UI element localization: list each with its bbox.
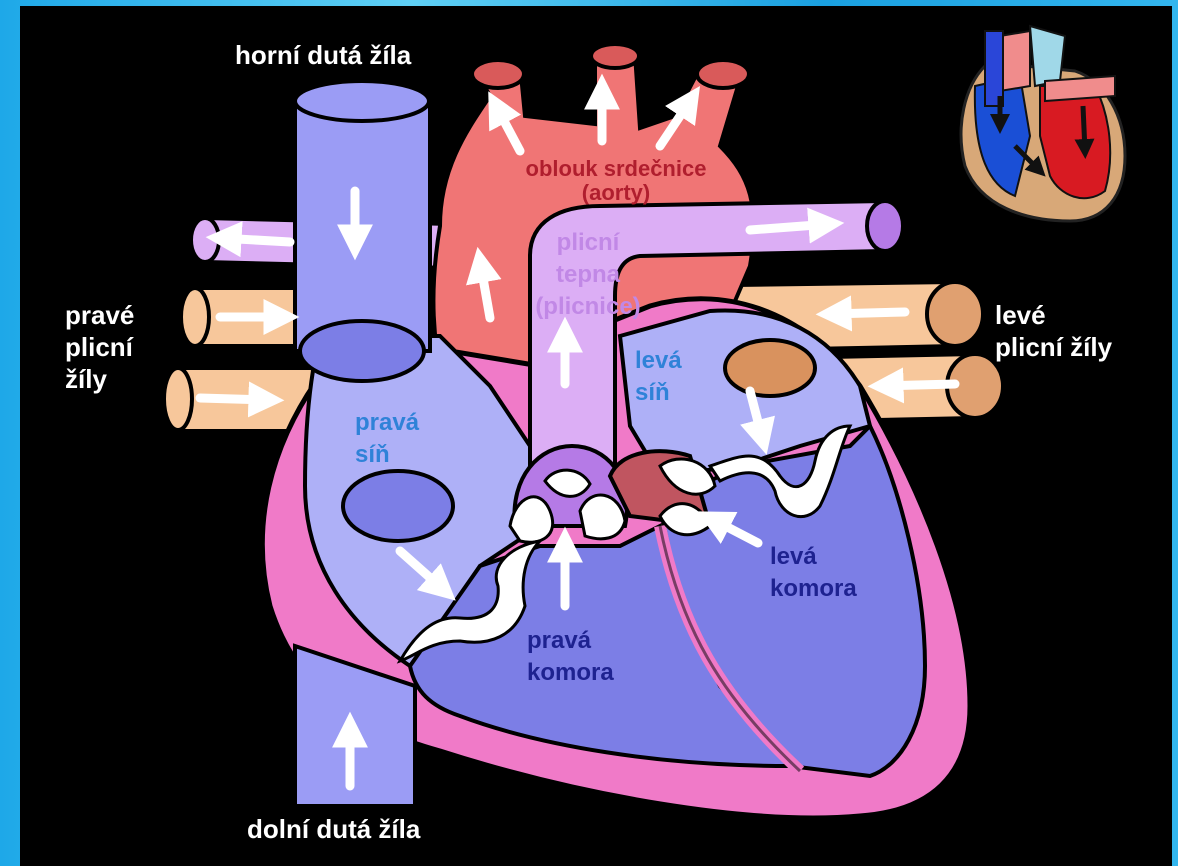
label-pulmonary-artery-3: (plicnice) [535,293,640,320]
label-right-atrium-1: pravá [355,409,420,436]
label-pulmonary-artery-1: plicní [557,229,621,256]
heart-thumbnail [961,26,1125,221]
pulmonary-vein-opening [725,340,815,396]
heart-diagram-panel: horní dutá žíla dolní dutá žíla oblouk s… [20,6,1172,866]
label-left-pulmonary-veins-1: levé [995,300,1046,330]
label-right-ventricle-1: pravá [527,627,592,654]
label-right-atrium-2: síň [355,441,390,468]
label-aortic-arch-1: oblouk srdečnice [526,156,707,181]
inferior-vena-cava-opening [343,471,453,541]
label-pulmonary-artery-2: tepna [556,261,621,288]
label-left-atrium-2: síň [635,379,670,406]
heart-diagram: horní dutá žíla dolní dutá žíla oblouk s… [20,6,1172,866]
label-right-pulmonary-veins-1: pravé [65,300,134,330]
label-left-ventricle-2: komora [770,575,857,602]
label-right-ventricle-2: komora [527,659,614,686]
label-aortic-arch-2: (aorty) [582,180,650,205]
label-right-pulmonary-veins-2: plicní [65,332,134,362]
label-left-atrium-1: levá [635,347,682,374]
label-left-pulmonary-veins-2: plicní žíly [995,332,1113,362]
superior-vena-cava [295,81,430,381]
label-superior-vena-cava: horní dutá žíla [235,40,412,70]
label-right-pulmonary-veins-3: žíly [65,364,107,394]
label-inferior-vena-cava: dolní dutá žíla [247,814,421,844]
label-left-ventricle-1: levá [770,543,817,570]
